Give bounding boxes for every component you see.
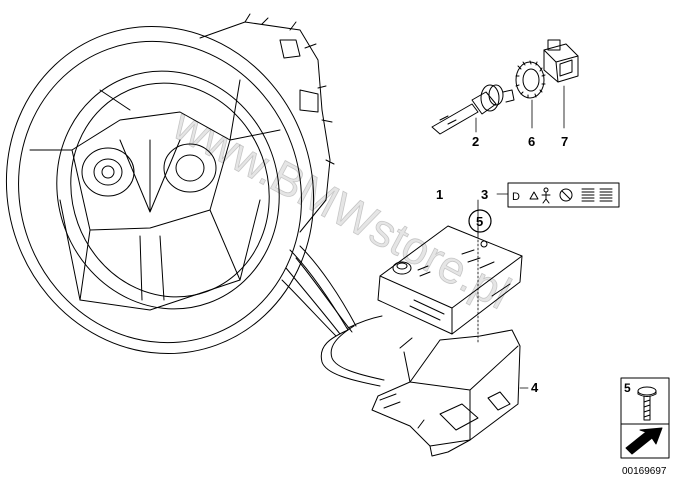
control-unit xyxy=(377,225,523,335)
callout-6: 6 xyxy=(528,134,535,149)
callout-3: 3 xyxy=(481,187,488,202)
callout-2: 2 xyxy=(472,134,479,149)
wiring-harness xyxy=(281,245,385,387)
callout-1: 1 xyxy=(436,187,443,202)
xenon-bulb xyxy=(431,84,515,135)
headlight-housing xyxy=(5,13,335,355)
legend-box xyxy=(620,377,670,459)
watermark: www.BMWstore.pl xyxy=(164,97,519,319)
callout-5: 5 xyxy=(476,214,483,229)
document-number: 00169697 xyxy=(622,466,667,477)
warning-label-letter: D xyxy=(512,191,520,203)
igniter-ring xyxy=(515,60,546,99)
callout-7: 7 xyxy=(561,134,568,149)
igniter-cap xyxy=(543,39,579,83)
legend-item-number: 5 xyxy=(624,381,631,395)
callout-4: 4 xyxy=(531,380,539,395)
mounting-bracket xyxy=(371,329,521,457)
leader-lines xyxy=(475,85,565,389)
warning-label xyxy=(507,182,620,208)
callout-5-circle xyxy=(468,209,492,233)
